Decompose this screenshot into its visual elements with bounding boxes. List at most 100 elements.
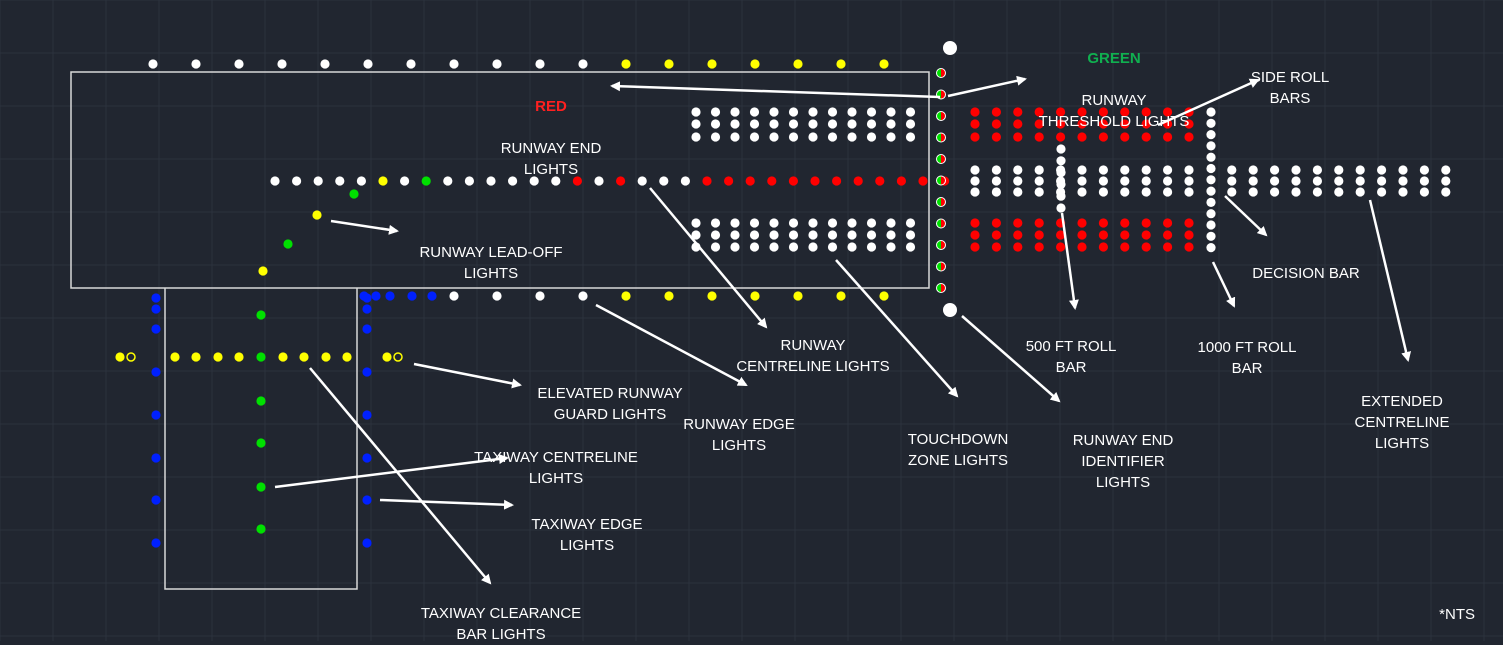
threshold-light-ring xyxy=(936,261,946,272)
taxiway-clearance-bar-light xyxy=(342,352,352,362)
touchdown-zone-light xyxy=(827,230,838,240)
touchdown-zone-light xyxy=(730,242,740,252)
runway-threshold-light xyxy=(936,111,941,121)
runway-edge-light xyxy=(793,291,803,301)
extended-centreline-light xyxy=(1141,187,1151,197)
runway-lead-off-light xyxy=(283,239,293,249)
side-roll-bar-light xyxy=(970,107,980,117)
side-roll-bar-light xyxy=(991,218,1002,228)
elevated-runway-guard-light xyxy=(115,352,125,362)
label-text: 500 FT ROLL BAR xyxy=(1025,338,1117,376)
roll-bar-1000ft-light xyxy=(1206,243,1216,253)
runway-edge-light xyxy=(750,59,760,69)
touchdown-zone-light xyxy=(808,119,818,129)
arrow-runway-end-identifier-lights xyxy=(961,315,1061,403)
label-runway-end-identifier-lights: RUNWAY END IDENTIFIER LIGHTS xyxy=(1073,409,1174,493)
runway-edge-light xyxy=(492,291,502,301)
touchdown-zone-light xyxy=(749,242,760,252)
label-runway-end-lights: RED RUNWAY END LIGHTS xyxy=(501,75,602,180)
extended-centreline-light xyxy=(1291,187,1301,197)
touchdown-zone-light xyxy=(808,242,818,252)
runway-centreline-light xyxy=(443,176,453,186)
runway-end-light xyxy=(941,133,946,142)
extended-centreline-light xyxy=(1098,176,1108,186)
side-roll-bar-light xyxy=(1056,132,1066,142)
runway-centreline-light xyxy=(594,176,604,186)
touchdown-zone-light xyxy=(730,119,740,129)
runway-lead-off-light xyxy=(349,189,359,199)
runway-threshold-light xyxy=(936,68,941,78)
threshold-light-ring xyxy=(936,240,946,250)
runway-centreline-light xyxy=(486,176,496,186)
label-text: DECISION BAR xyxy=(1252,265,1360,282)
label-500ft-roll-bar: 500 FT ROLL BAR xyxy=(1026,315,1117,378)
arrow-1000ft-roll-bar xyxy=(1211,261,1236,308)
taxiway-edge-light xyxy=(151,538,161,548)
touchdown-zone-light xyxy=(749,230,760,240)
runway-centreline-light xyxy=(356,176,366,186)
runway-edge-light xyxy=(750,291,760,301)
label-text: TAXIWAY CENTRELINE LIGHTS xyxy=(474,449,638,487)
side-roll-bar-light xyxy=(970,218,980,228)
runway-centreline-light xyxy=(745,176,755,186)
touchdown-zone-light xyxy=(905,242,916,252)
extended-centreline-light xyxy=(1034,176,1044,186)
label-side-roll-bars: SIDE ROLL BARS xyxy=(1251,46,1329,109)
taxiway-edge-light xyxy=(362,410,372,420)
side-roll-bar-light xyxy=(1120,218,1130,228)
touchdown-zone-light xyxy=(769,218,779,228)
extended-centreline-light xyxy=(1141,176,1151,186)
taxiway-edge-light xyxy=(362,293,372,303)
side-roll-bar-light xyxy=(991,107,1002,117)
touchdown-zone-light xyxy=(827,119,838,129)
arrow-elevated-runway-guard-lights xyxy=(413,362,522,389)
touchdown-zone-light xyxy=(691,230,701,240)
runway-centreline-light xyxy=(464,176,474,186)
runway-edge-light xyxy=(707,291,717,301)
touchdown-zone-light xyxy=(808,107,818,117)
label-taxiway-centreline-lights: TAXIWAY CENTRELINE LIGHTS xyxy=(474,426,638,489)
side-roll-bar-light xyxy=(970,132,980,142)
side-roll-bar-light xyxy=(1077,107,1087,117)
label-accent-red: RED xyxy=(535,98,567,115)
side-roll-bar-light xyxy=(1077,230,1087,240)
touchdown-zone-light xyxy=(847,132,857,142)
roll-bar-1000ft-light xyxy=(1206,186,1216,196)
extended-centreline-light xyxy=(1398,187,1408,197)
runway-edge-light xyxy=(492,59,502,69)
arrow-taxiway-clearance-bar-lights xyxy=(309,367,492,585)
label-text: ELEVATED RUNWAY GUARD LIGHTS xyxy=(537,385,683,423)
touchdown-zone-light xyxy=(866,230,877,240)
runway-threshold-light xyxy=(936,283,941,293)
runway-edge-light xyxy=(664,59,674,69)
side-roll-bar-light xyxy=(1163,132,1173,142)
extended-centreline-light xyxy=(1355,187,1365,197)
touchdown-zone-light xyxy=(749,107,760,117)
touchdown-zone-light xyxy=(905,218,916,228)
roll-bar-1000ft-light xyxy=(1206,231,1216,241)
side-roll-bar-light xyxy=(1141,119,1151,129)
label-decision-bar: DECISION BAR xyxy=(1252,242,1360,284)
touchdown-zone-light xyxy=(808,218,818,228)
extended-centreline-light xyxy=(970,187,980,197)
side-roll-bar-light xyxy=(1056,242,1066,252)
runway-centreline-light xyxy=(400,176,410,186)
label-elevated-runway-guard-lights: ELEVATED RUNWAY GUARD LIGHTS xyxy=(537,362,682,425)
touchdown-zone-light xyxy=(788,230,799,240)
extended-centreline-light xyxy=(1441,165,1451,175)
label-text: SIDE ROLL BARS xyxy=(1250,69,1330,107)
extended-centreline-light xyxy=(1312,176,1322,186)
label-text: RUNWAY THRESHOLD LIGHTS xyxy=(1038,92,1190,130)
runway-centreline-light xyxy=(572,176,583,186)
runway-centreline-light xyxy=(616,176,626,186)
runway-centreline-light xyxy=(270,176,280,186)
runway-lead-off-light xyxy=(256,310,266,320)
taxiway-edge-light xyxy=(151,495,161,505)
label-1000ft-roll-bar: 1000 FT ROLL BAR xyxy=(1198,316,1297,379)
arrow-side-roll-bars xyxy=(1157,78,1260,127)
touchdown-zone-light xyxy=(749,132,760,142)
runway-edge-light xyxy=(621,59,631,69)
side-roll-bar-light xyxy=(1034,242,1044,252)
touchdown-zone-light xyxy=(905,230,916,240)
runway-threshold-light xyxy=(936,219,941,228)
